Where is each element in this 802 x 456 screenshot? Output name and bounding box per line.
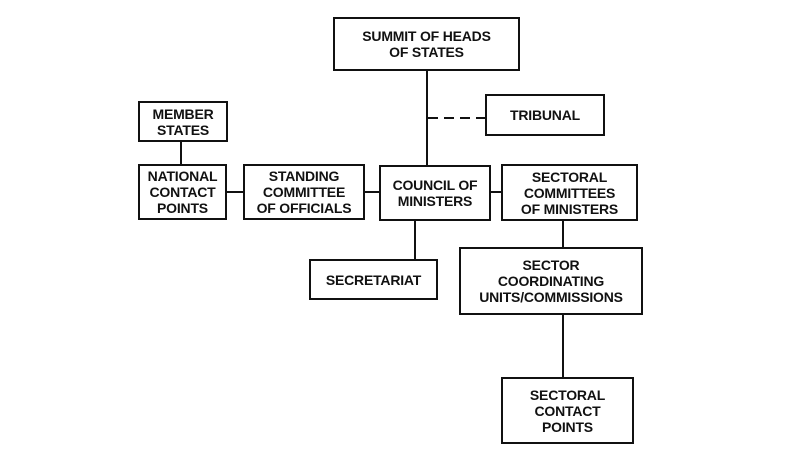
connector-member-national [180, 141, 182, 165]
connector-standing-council [364, 191, 380, 193]
node-member-states: MEMBER STATES [138, 101, 228, 142]
connector-summit-council [426, 70, 428, 166]
node-summit: SUMMIT OF HEADS OF STATES [333, 17, 520, 71]
connector-dashed-tribunal [428, 117, 486, 119]
node-tribunal: TRIBUNAL [485, 94, 605, 136]
node-sector-coordinating-units: SECTOR COORDINATING UNITS/COMMISSIONS [459, 247, 643, 315]
node-standing-committee: STANDING COMMITTEE OF OFFICIALS [243, 164, 365, 220]
connector-council-sectoral [490, 191, 502, 193]
connector-council-secretariat [414, 220, 416, 260]
node-sectoral-committees: SECTORAL COMMITTEES OF MINISTERS [501, 164, 638, 221]
node-secretariat: SECRETARIAT [309, 259, 438, 300]
connector-sectoral-coordinating [562, 220, 564, 248]
connector-coordinating-contact [562, 314, 564, 378]
connector-national-standing [226, 191, 244, 193]
node-sectoral-contact-points: SECTORAL CONTACT POINTS [501, 377, 634, 444]
node-national-contact-points: NATIONAL CONTACT POINTS [138, 164, 227, 220]
node-council-of-ministers: COUNCIL OF MINISTERS [379, 165, 491, 221]
